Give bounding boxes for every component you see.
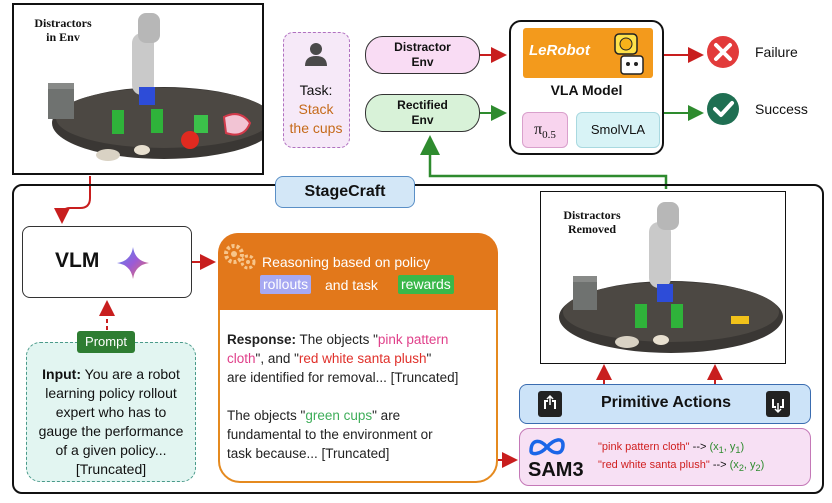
sam-item-1: "pink pattern cloth" --> (x1, y1) [598,440,744,457]
lerobot-logo-text: LeRobot [529,42,590,59]
gripper-up-icon [538,391,562,417]
fundamental-paragraph: The objects "green cups" are fundamental… [227,406,495,463]
response-label: Response: [227,332,297,347]
removed-title-line-1: Distractors [563,208,621,222]
response-text-3: " [426,351,432,366]
p2-text-1: The objects " [227,408,306,423]
p2-object: green cups [305,408,373,423]
prompt-line-4: gauge the performance [38,423,184,439]
distractor-env-node: Distractor Env [365,36,480,74]
p2-line-2: fundamental to the environment or [227,427,433,442]
sam-item-2: "red white santa plush" --> (x2, y2) [598,458,764,475]
scene-with-distractors: Distractors in Env [12,3,264,175]
sam-item-2-object: "red white santa plush" [598,459,710,471]
scene-distractors-removed: Distractors Removed [540,191,786,364]
response-text-1: The objects " [296,332,378,347]
primitive-actions-label: Primitive Actions [600,394,732,411]
sam-item-1-end: ) [740,441,745,453]
sam-item-1-y: , y [723,441,736,453]
reasoning-header [218,233,498,310]
sam-item-1-y-sub: 1 [735,445,741,456]
sam-item-2-y-sub: 2 [755,463,761,474]
rectified-env-node: Rectified Env [365,94,480,132]
arrow-scene-to-vlm [54,176,91,224]
sam3-box: SAM3 "pink pattern cloth" --> (x1, y1) "… [519,428,811,486]
pi-label: π [534,121,543,138]
lerobot-logo: LeRobot [523,28,653,78]
task-line-1: Stack [298,101,334,117]
reasoning-and-task: and task [325,277,378,293]
sam-item-2-x: (x [729,459,739,471]
response-object-2: red white santa plush [298,351,427,366]
robot-scene-image [48,13,262,161]
failure-label: Failure [755,44,798,60]
response-object-1: pink pattern [377,332,449,347]
sam-item-1-x-sub: 1 [718,445,724,456]
success-label: Success [755,101,808,117]
prompt-line-6: [Truncated] [75,461,147,477]
rollouts-tag: rollouts [260,275,312,294]
rewards-tag: rewards [398,275,454,294]
primitive-actions-box: Primitive Actions [519,384,811,424]
success-icon [707,93,739,125]
user-icon [305,43,327,66]
response-object-1-cont: cloth [227,351,256,366]
scene-title: Distractors in Env [20,16,106,44]
vlm-box [22,226,192,298]
p2-line-3: task because... [Truncated] [227,446,390,461]
failure-icon [707,36,739,68]
smolvla-badge: SmolVLA [576,112,660,148]
prompt-tag: Prompt [77,331,135,353]
prompt-line-1: You are a robot [81,366,180,382]
arrow-removed-to-rectified [420,135,668,189]
robot-scene-removed-image [559,202,783,353]
p2-text-2: " are [372,408,401,423]
sam-item-2-arrow: --> [709,459,730,471]
stagecraft-title: StageCraft [275,176,415,208]
prompt-line-5: of a given policy... [55,442,167,458]
pi-0.5-badge: π0.5 [522,112,568,148]
sam-item-2-y: , y [743,459,756,471]
gripper-down-icon [766,391,790,417]
prompt-line-2: learning policy rollout [45,385,177,401]
distractor-env-line-2: Env [411,55,434,69]
prompt-line-3: expert who has to [55,404,167,420]
robot-mascot-icon [614,33,644,75]
distractor-env-line-1: Distractor [394,40,451,54]
scene-title-line-2: in Env [46,30,80,44]
task-line-2: the cups [289,120,343,136]
stagecraft-frame [12,184,824,494]
prompt-input-label: Input: [42,366,81,382]
prompt-box [26,342,196,482]
sam-item-1-arrow: --> [689,441,710,453]
sam-item-2-x-sub: 2 [738,463,744,474]
response-text-4: are identified for removal... [Truncated… [227,370,459,385]
task-card: Task: Stack the cups [283,32,350,148]
vla-model-title: VLA Model [550,82,623,98]
response-text-2: ", and " [255,351,299,366]
removed-title-line-2: Removed [568,222,616,236]
sam-item-1-object: "pink pattern cloth" [598,441,690,453]
pi-subscript: 0.5 [542,129,556,142]
prompt-text: Input: You are a robot learning policy r… [32,365,190,479]
meta-logo-icon [529,438,565,456]
sparkle-icon [117,247,149,279]
response-paragraph: Response: The objects "pink pattern clot… [227,330,495,387]
rectified-env-line-2: Env [411,113,434,127]
removed-title: Distractors Removed [549,208,635,236]
gears-icon [224,244,256,270]
vlm-label: VLM [55,249,100,272]
sam3-label: SAM3 [528,459,584,481]
scene-title-line-1: Distractors [34,16,92,30]
task-label: Task: [299,82,333,98]
rectified-env-line-1: Rectified [397,98,448,112]
reasoning-line-1: Reasoning based on policy [262,254,431,270]
sam-item-1-x: (x [709,441,719,453]
sam-item-2-end: ) [760,459,765,471]
